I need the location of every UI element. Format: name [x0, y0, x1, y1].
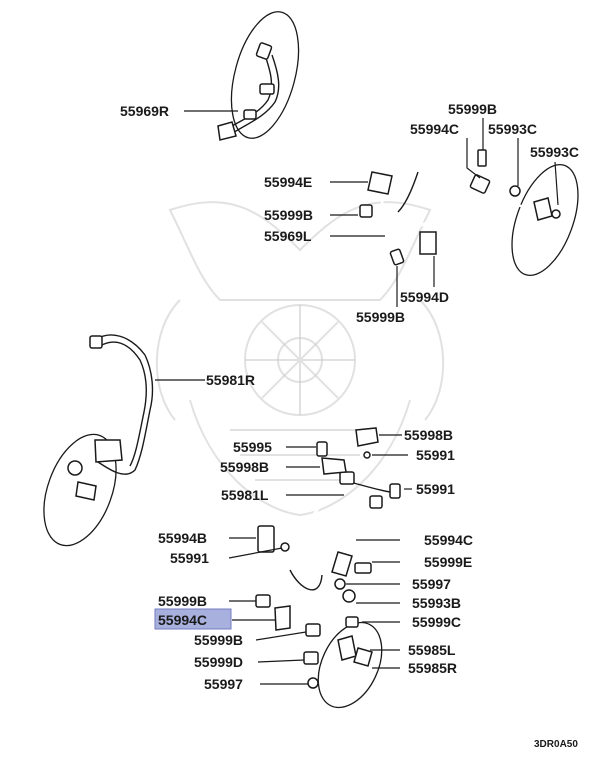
part-label-55999B[interactable]: 55999B: [356, 309, 405, 325]
diagram-code: 3DR0A50: [534, 739, 578, 750]
watermark-emblem: [155, 201, 445, 517]
part-label-55998B[interactable]: 55998B: [404, 427, 453, 443]
part-label-55985L[interactable]: 55985L: [408, 642, 456, 658]
part-label-55993B[interactable]: 55993B: [412, 595, 461, 611]
part-label-55997[interactable]: 55997: [204, 676, 243, 692]
highlight-box: [154, 608, 232, 630]
rear-right-hose-assembly: [43, 334, 154, 547]
part-label-55981R[interactable]: 55981R: [206, 372, 255, 388]
part-label-55994C[interactable]: 55994C: [410, 121, 459, 137]
part-label-55995[interactable]: 55995: [233, 439, 272, 455]
front-left-hose-assembly: [359, 149, 579, 276]
part-label-55994C-highlighted[interactable]: 55994C: [158, 612, 207, 628]
part-label-55969L[interactable]: 55969L: [264, 228, 312, 244]
rear-left-hose-assembly: [255, 427, 401, 709]
part-label-55994B[interactable]: 55994B: [158, 530, 207, 546]
part-labels: 55969R 55999B 55994C 55993C 55993C 55994…: [120, 101, 579, 692]
part-label-55994E[interactable]: 55994E: [264, 174, 312, 190]
part-label-55999B[interactable]: 55999B: [158, 593, 207, 609]
part-label-55999B[interactable]: 55999B: [448, 101, 497, 117]
part-label-55969R[interactable]: 55969R: [120, 103, 169, 119]
part-label-55999B[interactable]: 55999B: [264, 207, 313, 223]
part-label-55994D[interactable]: 55994D: [400, 289, 449, 305]
part-label-55991[interactable]: 55991: [416, 447, 455, 463]
part-label-55993C[interactable]: 55993C: [530, 144, 579, 160]
part-label-55994C[interactable]: 55994C: [424, 532, 473, 548]
part-label-55985R[interactable]: 55985R: [408, 660, 457, 676]
part-label-55997[interactable]: 55997: [412, 576, 451, 592]
part-label-55991[interactable]: 55991: [170, 550, 209, 566]
part-label-55998B[interactable]: 55998B: [220, 459, 269, 475]
part-label-55999E[interactable]: 55999E: [424, 554, 472, 570]
front-right-hose-assembly: [217, 11, 300, 141]
part-label-55981L[interactable]: 55981L: [221, 487, 269, 503]
leader-lines: [155, 110, 559, 685]
part-label-55993C[interactable]: 55993C: [488, 121, 537, 137]
part-label-55991[interactable]: 55991: [416, 481, 455, 497]
part-label-55999D[interactable]: 55999D: [194, 654, 243, 670]
part-label-55999C[interactable]: 55999C: [412, 614, 461, 630]
part-label-55999B[interactable]: 55999B: [194, 632, 243, 648]
